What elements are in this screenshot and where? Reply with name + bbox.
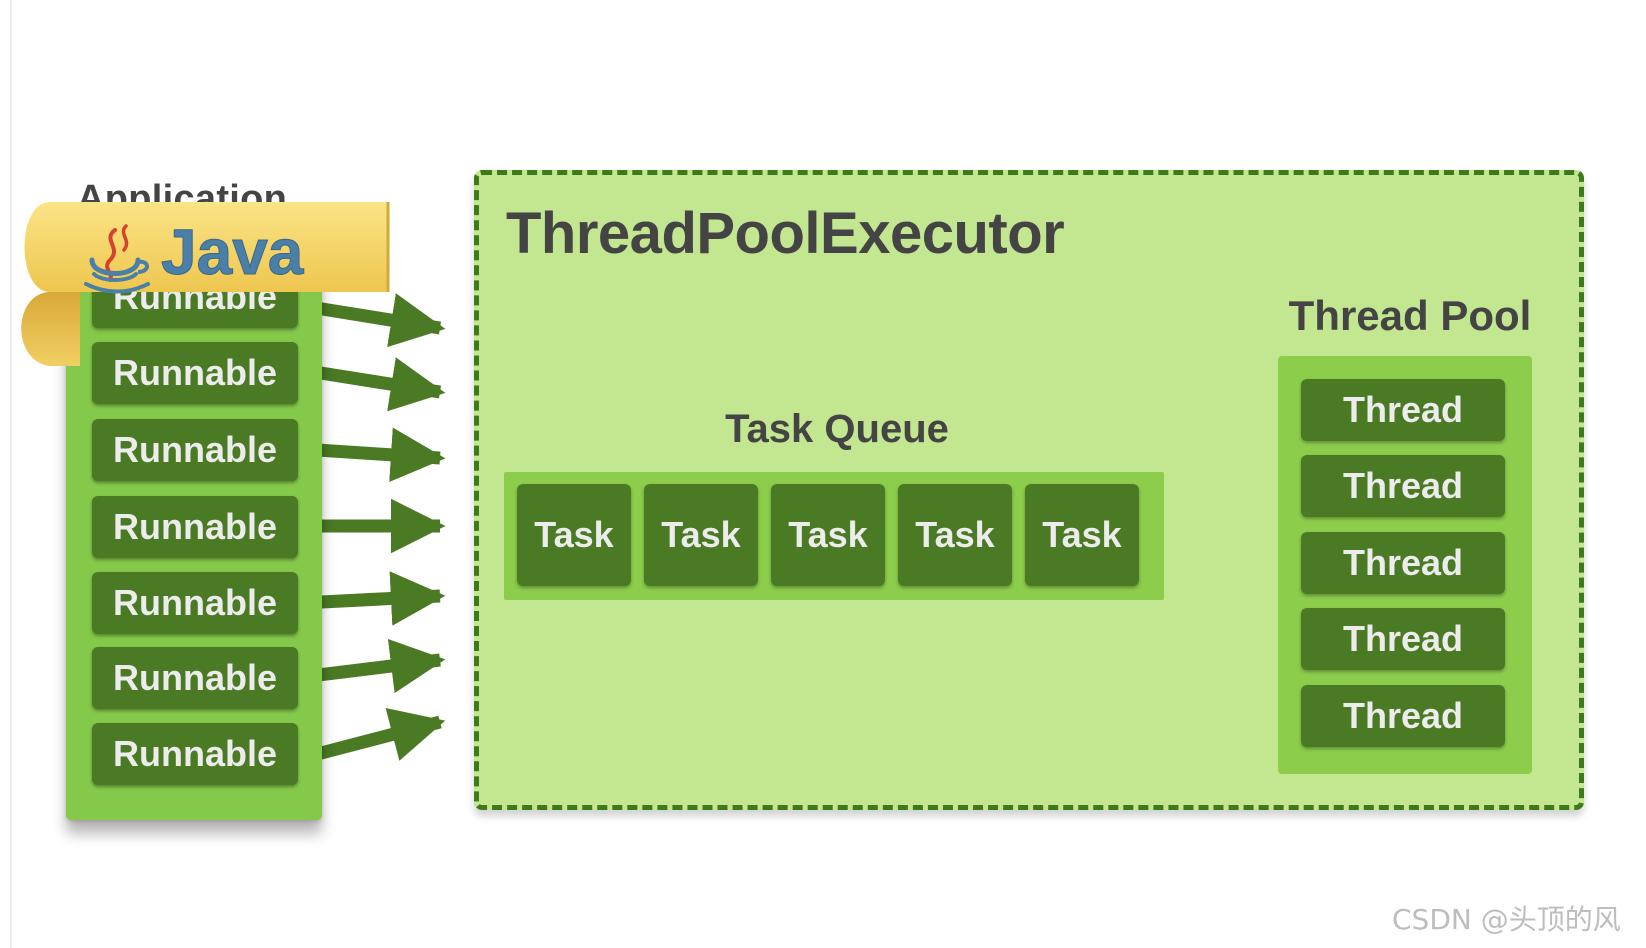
- runnable-box: Runnable: [92, 647, 298, 709]
- thread-box: Thread: [1301, 685, 1505, 747]
- thread-box: Thread: [1301, 608, 1505, 670]
- arrow-runnable-6: [302, 660, 440, 677]
- task-box: Task: [1025, 484, 1139, 586]
- arrow-runnable-5: [302, 596, 440, 603]
- task-box: Task: [898, 484, 1012, 586]
- java-logo-text: Java: [161, 216, 304, 288]
- arrow-runnable-3: [302, 449, 440, 458]
- thread-box: Thread: [1301, 455, 1505, 517]
- task-box: Task: [517, 484, 631, 586]
- thread-pool-title: Thread Pool: [1270, 292, 1550, 340]
- runnable-box: Runnable: [92, 723, 298, 785]
- task-box: Task: [644, 484, 758, 586]
- thread-box: Thread: [1301, 532, 1505, 594]
- java-logo-banner: Java: [10, 200, 400, 390]
- runnable-box: Runnable: [92, 419, 298, 481]
- executor-title: ThreadPoolExecutor: [506, 200, 1064, 267]
- csdn-watermark: CSDN @头顶的风: [1392, 898, 1621, 938]
- arrow-runnable-7: [302, 722, 440, 758]
- task-box: Task: [771, 484, 885, 586]
- runnable-box: Runnable: [92, 496, 298, 558]
- task-queue-title: Task Queue: [712, 407, 962, 452]
- runnable-box: Runnable: [92, 572, 298, 634]
- thread-box: Thread: [1301, 379, 1505, 441]
- page-left-rule: [10, 0, 12, 948]
